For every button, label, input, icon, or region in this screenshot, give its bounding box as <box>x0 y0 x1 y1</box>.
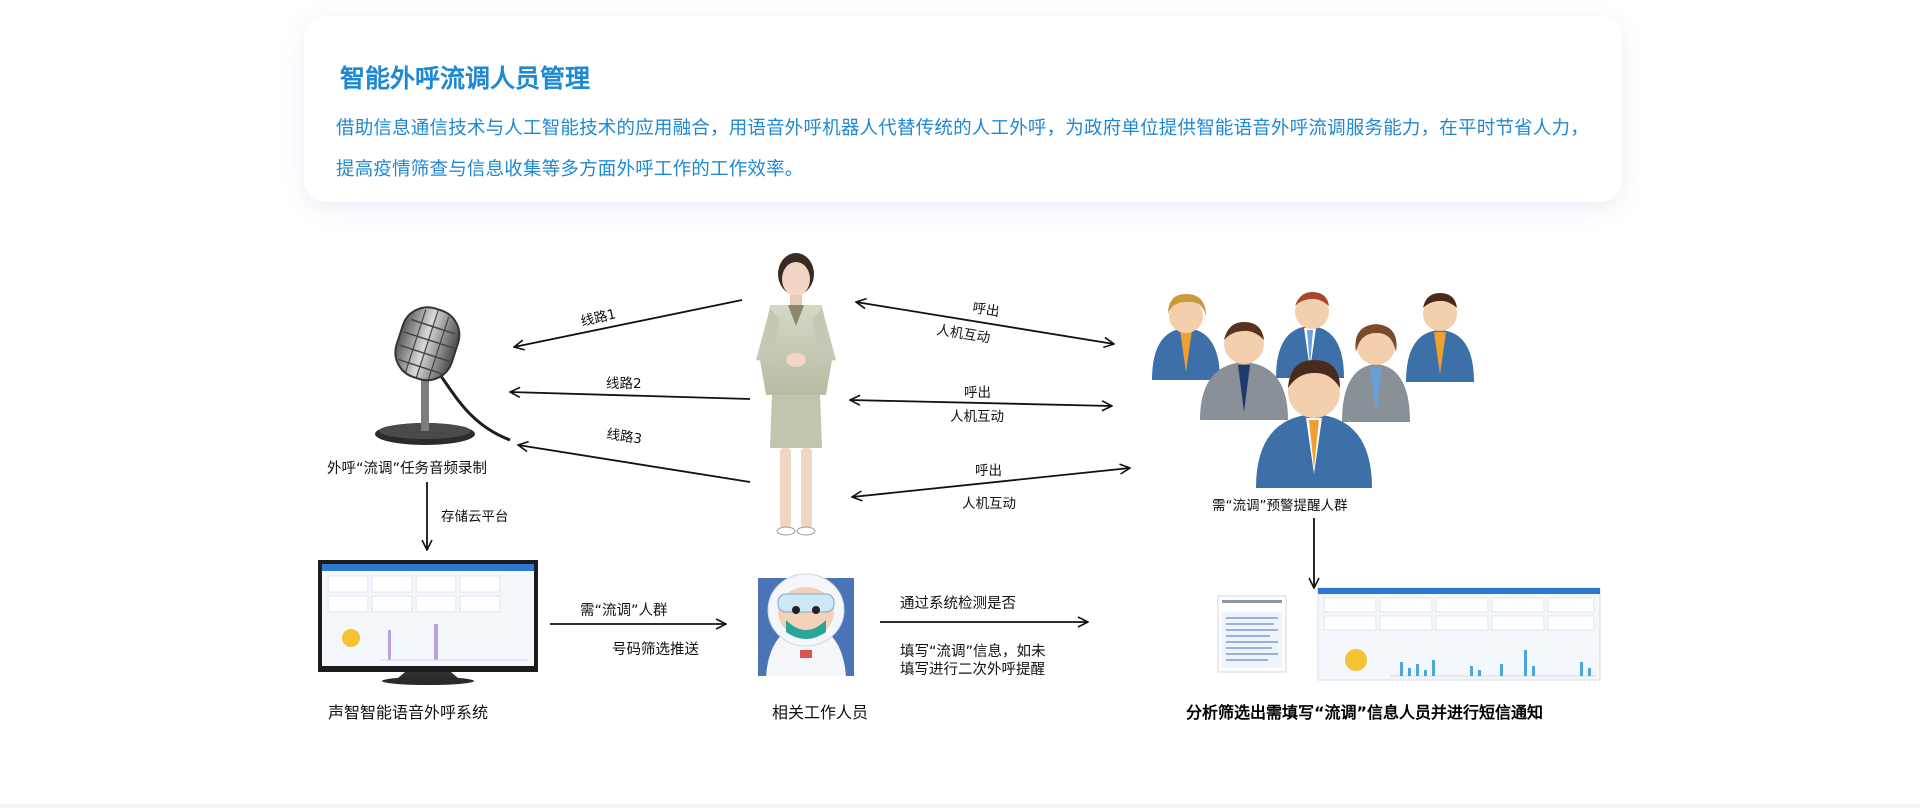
line2-label: 线路2 <box>606 376 642 392</box>
arrow-line2 <box>510 392 751 400</box>
microphone-icon <box>375 306 511 445</box>
interaction-label-2: 人机互动 <box>950 409 1004 425</box>
interaction-label-3: 人机互动 <box>962 496 1016 512</box>
intro-description: 借助信息通信技术与人工智能技术的应用融合，用语音外呼机器人代替传统的人工外呼，为… <box>336 118 1589 180</box>
intro-title: 智能外呼流调人员管理 <box>340 64 591 93</box>
monitor-dashboard-icon <box>318 560 538 685</box>
arrow-line3 <box>518 445 751 483</box>
line1-label: 线路1 <box>579 306 617 330</box>
call-out-label-3: 呼出 <box>975 463 1002 479</box>
fill-label-2: 填写进行二次外呼提醒 <box>900 661 1045 678</box>
fill-label-1: 填写“流调”信息，如未 <box>900 643 1046 660</box>
people-group-icon <box>1152 292 1474 488</box>
health-worker-avatar <box>758 573 854 676</box>
need-crowd-label: 需“流调”人群 <box>580 602 668 619</box>
line3-label: 线路3 <box>605 426 643 447</box>
arrow-call-2 <box>850 400 1112 406</box>
microphone-label: 外呼“流调”任务音频录制 <box>327 460 487 477</box>
crowd-label: 需“流调”预警提醒人群 <box>1212 498 1348 514</box>
store-label: 存储云平台 <box>441 509 509 525</box>
interaction-label-1: 人机互动 <box>935 322 991 346</box>
worker-label: 相关工作人员 <box>772 703 868 722</box>
number-filter-label: 号码筛选推送 <box>612 641 699 658</box>
result-label: 分析筛选出需填写“流调”信息人员并进行短信通知 <box>1186 703 1543 722</box>
dashboard-screenshot <box>1217 587 1601 681</box>
bottom-divider <box>0 804 1920 808</box>
arrow-call-3 <box>852 468 1130 497</box>
arrow-call-1 <box>856 302 1114 344</box>
call-out-label-1: 呼出 <box>971 300 1000 320</box>
system-label: 声智智能语音外呼系统 <box>328 703 488 722</box>
call-out-label-2: 呼出 <box>964 385 991 401</box>
female-robot-figure <box>756 253 836 536</box>
intro-card: 智能外呼流调人员管理 借助信息通信技术与人工智能技术的应用融合，用语音外呼机器人… <box>304 16 1622 202</box>
arrow-line1 <box>514 299 743 347</box>
detect-label: 通过系统检测是否 <box>900 595 1016 612</box>
